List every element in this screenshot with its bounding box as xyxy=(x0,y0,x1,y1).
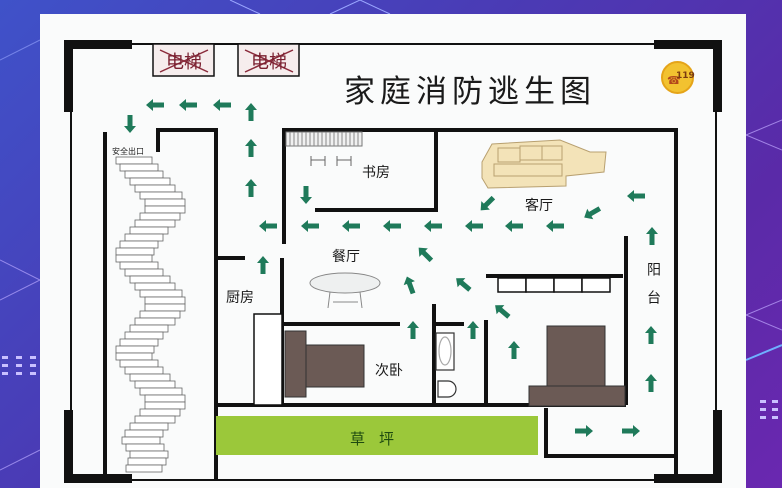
room-label-living-room: 客厅 xyxy=(525,198,553,214)
room-label-kitchen: 厨房 xyxy=(226,290,254,306)
emergency-119-badge: ☎ 119 xyxy=(661,61,695,94)
bookshelf xyxy=(285,131,363,166)
poster-title: 家庭消防逃生图 xyxy=(344,74,596,110)
room-label-second-bedroom: 次卧 xyxy=(375,363,403,379)
phone-icon: ☎ xyxy=(667,74,681,87)
room-label-balcony: 阳台 xyxy=(645,262,661,318)
lawn xyxy=(216,416,538,455)
bathroom-fixtures xyxy=(435,332,457,398)
wardrobe xyxy=(497,277,611,293)
second-bedroom-bed xyxy=(284,330,365,398)
dining-table xyxy=(309,272,381,309)
emergency-number: 119 xyxy=(676,71,695,81)
interior-walls xyxy=(103,128,678,480)
safety-exit-label: 安全出口 xyxy=(112,147,144,156)
staircase xyxy=(115,156,186,473)
room-label-dining-room: 餐厅 xyxy=(332,249,360,265)
elevator-label-1: 电梯 xyxy=(166,52,202,73)
frame-corners xyxy=(64,40,722,483)
kitchen-cabinet xyxy=(253,313,283,406)
lawn-label: 草坪 xyxy=(350,430,409,448)
master-bedroom-bed xyxy=(528,325,626,407)
elevator-boxes xyxy=(152,43,300,77)
elevator-label-2: 电梯 xyxy=(251,52,287,73)
sofa xyxy=(481,139,607,189)
room-label-study: 书房 xyxy=(362,165,390,181)
